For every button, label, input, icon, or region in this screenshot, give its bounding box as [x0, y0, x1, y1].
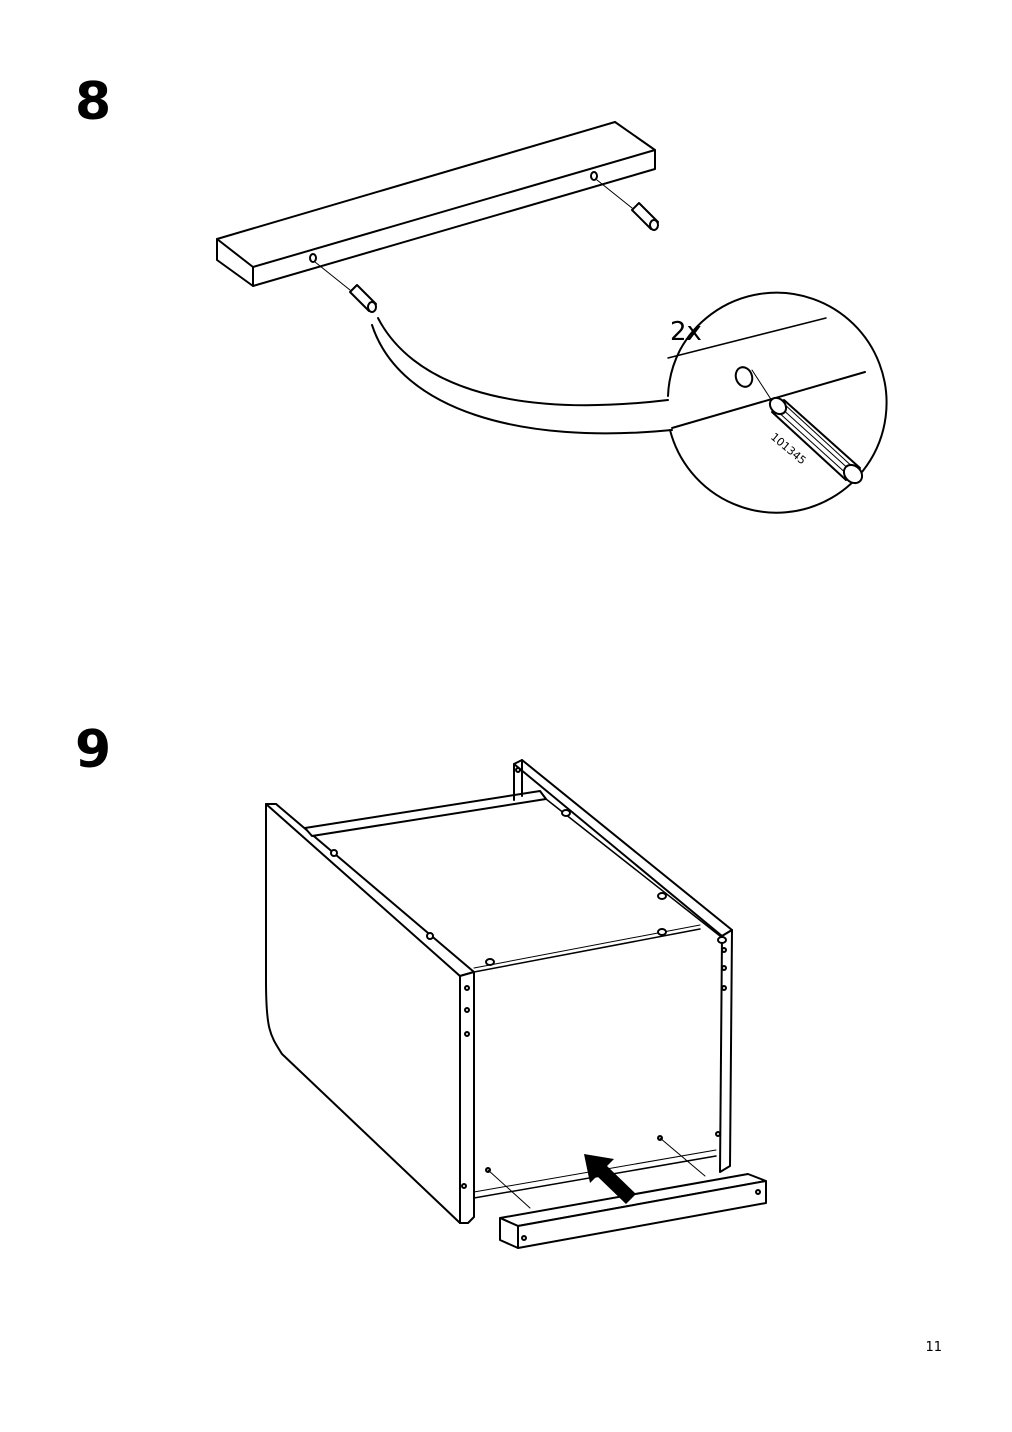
dowel-icon	[631, 202, 659, 231]
zoom-detail	[667, 291, 888, 514]
dowel-hole	[590, 171, 598, 181]
dowel-icon	[768, 396, 864, 485]
step-9-illustration	[265, 759, 767, 1249]
step-8-number: 8	[75, 72, 112, 132]
front-rail	[499, 1173, 767, 1249]
quantity-label: 2x	[670, 317, 702, 347]
dowel-icon	[349, 284, 377, 313]
callout-connector	[377, 317, 669, 407]
top-back-rail	[304, 790, 547, 837]
push-arrow-icon	[584, 1154, 636, 1204]
page-number: 11	[925, 1340, 942, 1355]
step-9-number: 9	[75, 720, 112, 780]
dowel-hole	[309, 253, 317, 263]
left-side-panel	[265, 803, 475, 1224]
step-8-illustration: 2x 101345	[216, 121, 888, 514]
wooden-rail	[216, 121, 656, 287]
right-side-panel	[513, 759, 733, 1173]
